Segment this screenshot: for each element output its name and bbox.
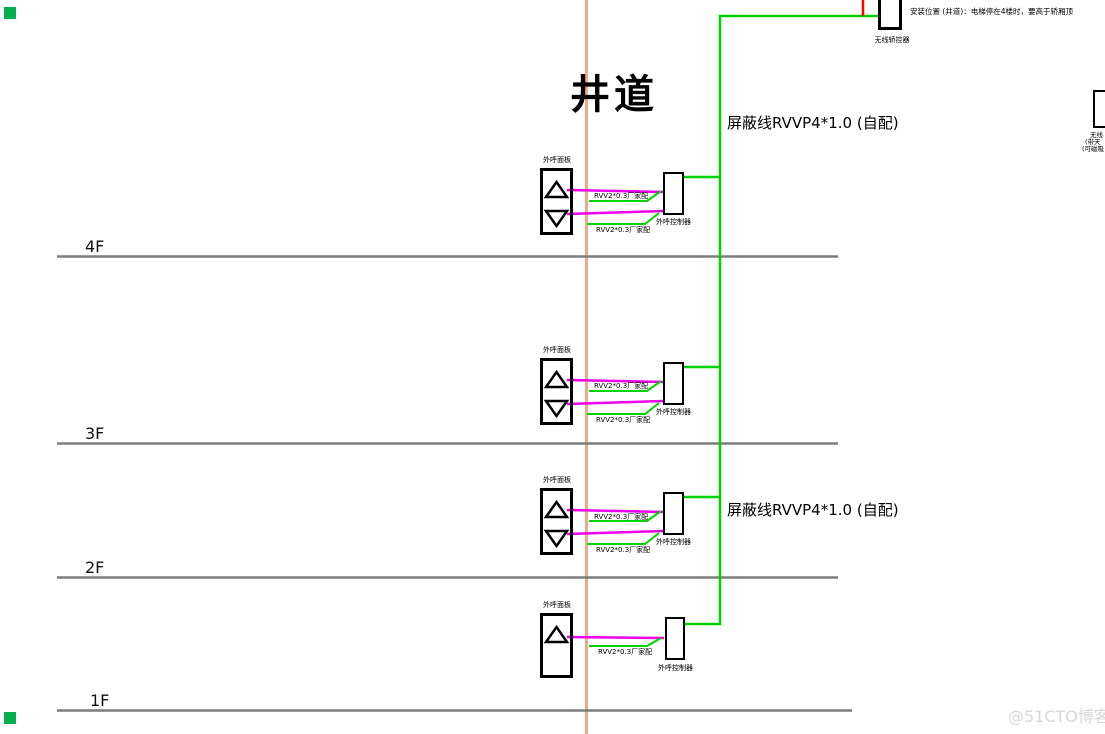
- down-arrow-icon: [543, 399, 570, 419]
- wireless-device-box-partial: [1093, 90, 1105, 128]
- down-arrow-icon: [543, 209, 570, 229]
- call-wire-up-magenta: [566, 188, 665, 194]
- shield-cable-label-upper: 屏蔽线RVVP4*1.0 (自配): [727, 114, 899, 132]
- wire-spec-label: RVV2*0.3厂家配: [594, 513, 649, 521]
- call-wire-up-green: [589, 380, 662, 392]
- down-arrow-icon: [543, 529, 570, 549]
- wireless-car-controller-label: 无线轿控器: [874, 36, 910, 44]
- watermark: @51CTO博客: [1008, 707, 1105, 726]
- shielded-trunk-cable: [685, 14, 879, 626]
- call-controller-label: 外呼控制器: [656, 218, 691, 226]
- call-controller-box: [663, 172, 684, 215]
- call-controller-box: [663, 492, 684, 535]
- shaft-title: 井道: [570, 72, 658, 118]
- up-arrow-icon: [543, 369, 570, 389]
- call-wire-up-magenta: [566, 508, 665, 514]
- call-wire-up-green: [589, 637, 662, 647]
- floor-label-4f: 4F: [85, 237, 105, 256]
- wireless-device-label-fragment: 无线: [1090, 131, 1103, 139]
- call-wire-up-magenta: [566, 378, 665, 384]
- wire-spec-label: RVV2*0.3厂家配: [596, 546, 651, 554]
- call-wire-down-magenta: [566, 529, 665, 536]
- call-wire-down-magenta: [566, 399, 665, 406]
- installation-note: 安装位置 (井道)：电梯停在4楼时，要高于轿厢顶: [910, 7, 1074, 16]
- call-panel-label: 外呼面板: [543, 476, 571, 484]
- wire-spec-label: RVV2*0.3厂家配: [598, 648, 653, 656]
- call-panel-box: [540, 488, 573, 555]
- up-arrow-icon: [543, 179, 570, 199]
- call-controller-label: 外呼控制器: [656, 538, 691, 546]
- call-wire-down-green: [587, 402, 660, 415]
- wire-spec-label: RVV2*0.3厂家配: [596, 416, 651, 424]
- call-wire-up-green: [589, 190, 662, 202]
- wireless-car-controller-box: [878, 0, 902, 30]
- call-panel-label: 外呼面板: [543, 156, 571, 164]
- call-wire-up-magenta: [566, 635, 665, 640]
- floor-label-3f: 3F: [85, 424, 105, 443]
- wire-spec-label: RVV2*0.3厂家配: [594, 382, 649, 390]
- call-controller-box: [665, 617, 685, 660]
- call-panel-box: [540, 168, 573, 235]
- call-panel-box: [540, 358, 573, 425]
- wire-spec-label: RVV2*0.3厂家配: [594, 192, 649, 200]
- shield-cable-label-lower: 屏蔽线RVVP4*1.0 (自配): [727, 501, 899, 519]
- floor-label-1f: 1F: [90, 691, 110, 710]
- call-controller-label: 外呼控制器: [658, 664, 693, 672]
- floor-label-2f: 2F: [85, 558, 105, 577]
- call-controller-label: 外呼控制器: [656, 408, 691, 416]
- wireless-device-label-fragment: (带天: [1085, 138, 1101, 146]
- green-corner-marker-bottom: [4, 712, 16, 724]
- wireless-device-label-fragment: (可磁吸: [1082, 145, 1105, 153]
- up-arrow-icon: [543, 624, 570, 644]
- call-wire-down-green: [587, 532, 660, 545]
- green-corner-marker-top: [4, 7, 16, 19]
- call-panel-label: 外呼面板: [543, 601, 571, 609]
- call-panel-label: 外呼面板: [543, 346, 571, 354]
- call-wire-up-green: [589, 510, 662, 522]
- up-arrow-icon: [543, 499, 570, 519]
- call-panel-box: [540, 613, 573, 678]
- wire-spec-label: RVV2*0.3厂家配: [596, 226, 651, 234]
- call-wire-down-green: [587, 212, 660, 225]
- call-controller-box: [663, 362, 684, 405]
- call-wire-down-magenta: [566, 209, 665, 216]
